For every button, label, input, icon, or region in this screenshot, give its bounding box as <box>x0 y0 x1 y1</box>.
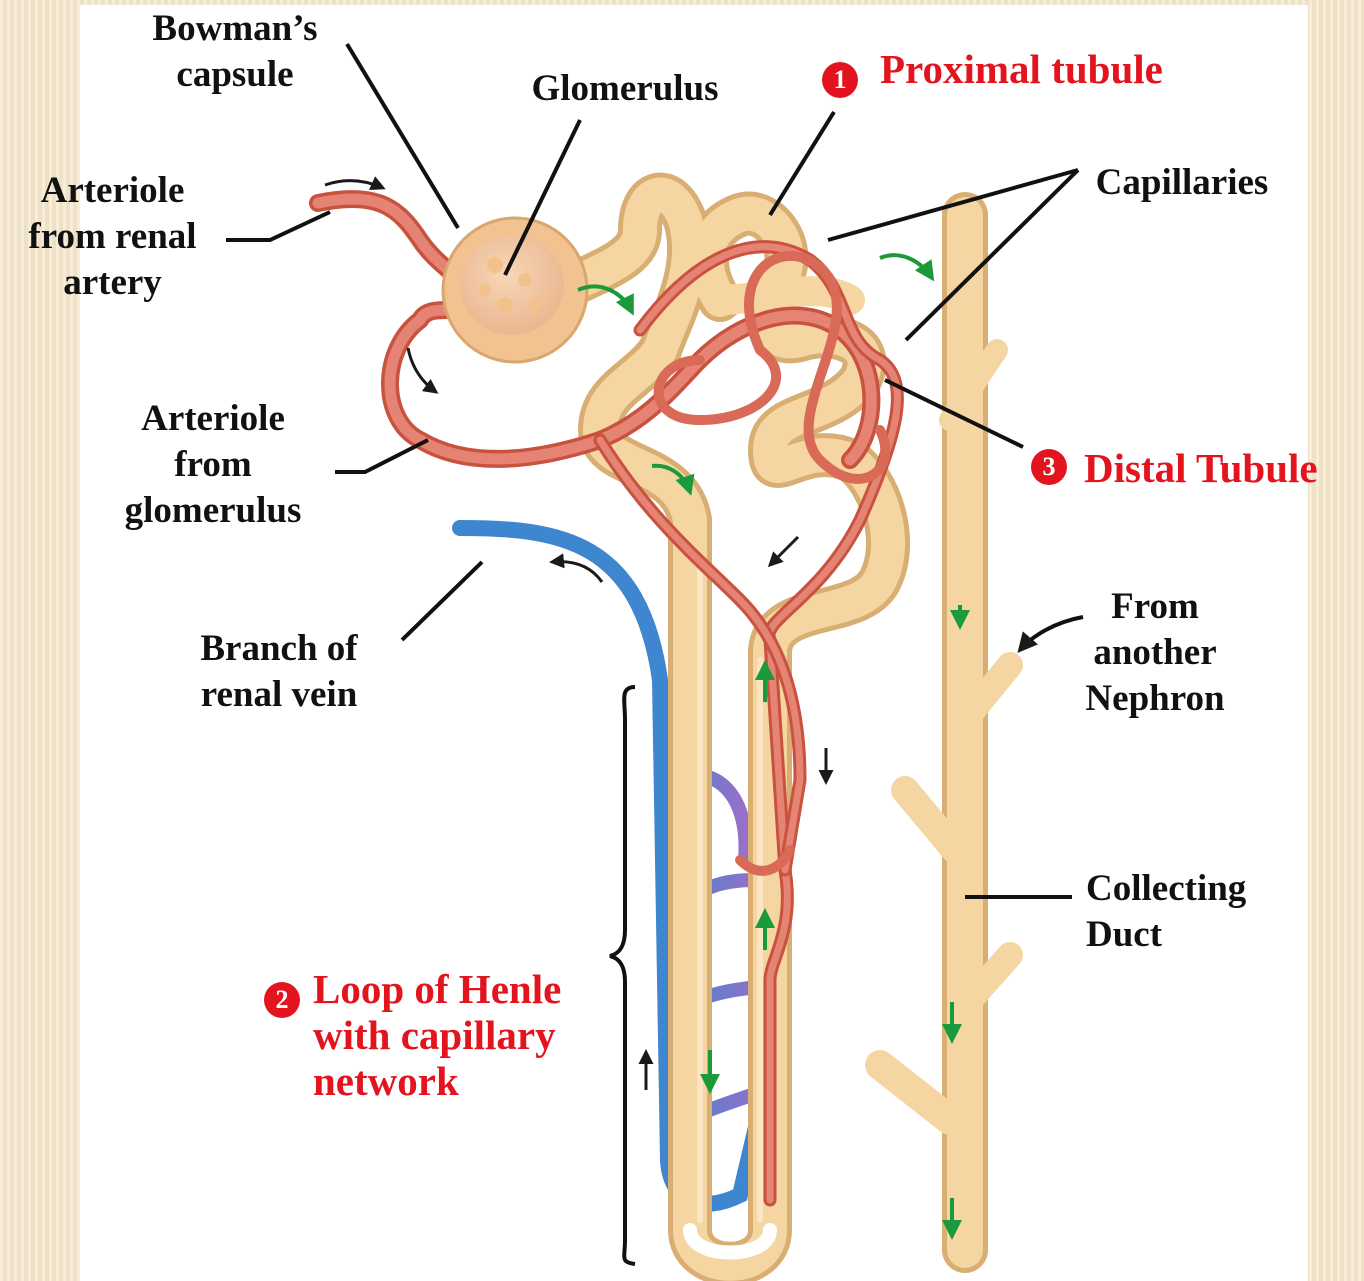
label-branch-renal-vein: Branch of renal vein <box>174 626 384 718</box>
loop-brace <box>610 687 635 1264</box>
flow-arrow-in <box>325 181 383 188</box>
label-bowmans-capsule: Bowman’s capsule <box>130 6 340 98</box>
label-glomerulus: Glomerulus <box>505 66 745 112</box>
flow-arrow-vein <box>552 562 602 582</box>
flow-arrow-cap <box>770 537 798 565</box>
collecting-duct-shape <box>880 215 1010 1250</box>
label-collecting-duct: Collecting Duct <box>1086 866 1286 958</box>
label-loop-of-henle: Loop of Henle with capillary network <box>313 966 613 1104</box>
badge-proximal: 1 <box>822 62 858 98</box>
glomerulus-shape <box>443 218 587 362</box>
label-arteriole-renal-artery: Arteriole from renal artery <box>0 168 225 306</box>
flow-arrow-efferent <box>408 348 436 392</box>
label-distal-tubule: Distal Tubule <box>1084 445 1364 491</box>
badge-distal: 3 <box>1031 449 1067 485</box>
label-from-another-nephron: From another Nephron <box>1070 584 1240 722</box>
label-capillaries: Capillaries <box>1072 160 1292 206</box>
label-proximal-tubule: Proximal tubule <box>880 46 1225 92</box>
badge-loop: 2 <box>264 982 300 1018</box>
label-arteriole-glomerulus: Arteriole from glomerulus <box>108 396 318 534</box>
